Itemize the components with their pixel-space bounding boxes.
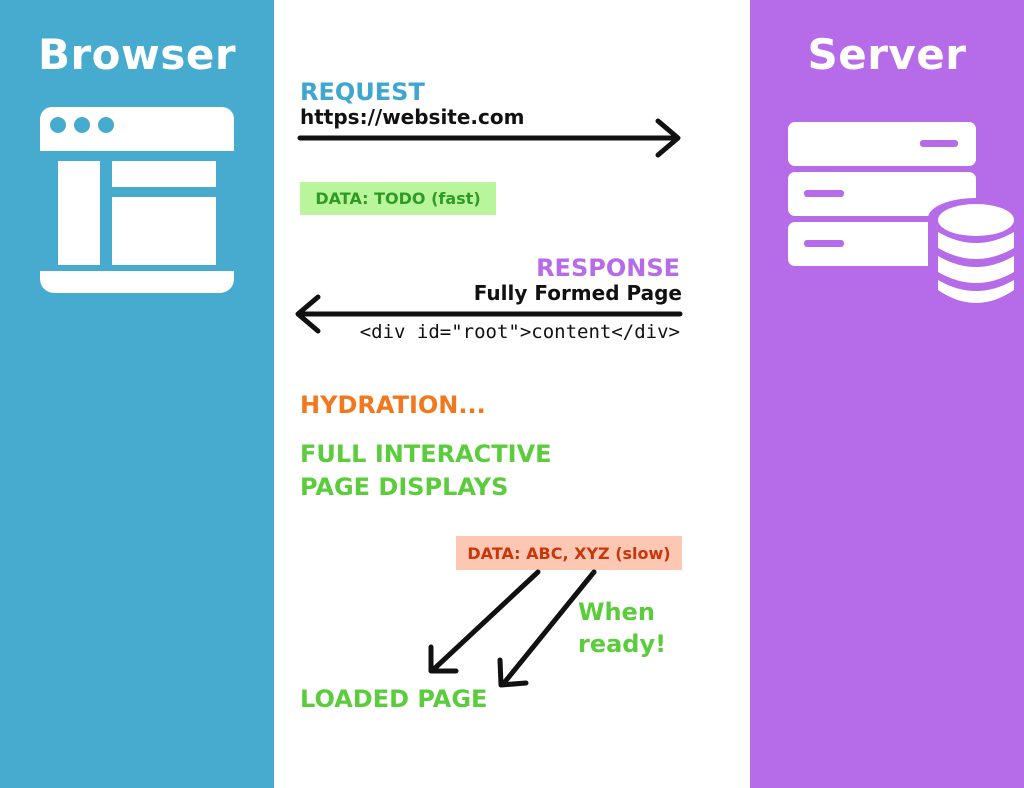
interactive-line-1: FULL INTERACTIVE — [300, 440, 552, 468]
request-arrow — [297, 118, 681, 158]
browser-title: Browser — [37, 30, 237, 79]
slow-data-arrow-1 — [428, 569, 541, 674]
when-ready-line-1: When — [578, 598, 655, 626]
when-ready-line-2: ready! — [578, 630, 667, 658]
server-panel: Server — [750, 0, 1024, 788]
server-title: Server — [807, 30, 967, 79]
slow-data-arrows — [428, 569, 597, 688]
response-subtitle: Fully Formed Page — [473, 281, 682, 305]
response-label: RESPONSE — [536, 254, 680, 282]
browser-window-icon — [40, 107, 234, 293]
browser-panel: Browser — [0, 0, 274, 788]
when-ready-label: When ready! — [578, 596, 666, 660]
loaded-page-label: LOADED PAGE — [300, 685, 488, 713]
data-slow-badge: DATA: ABC, XYZ (slow) — [456, 536, 682, 570]
hydration-label: HYDRATION... — [300, 391, 486, 419]
response-code: <div id="root">content</div> — [359, 321, 680, 343]
response-arrow — [295, 294, 683, 334]
data-fast-badge: DATA: TODO (fast) — [300, 182, 496, 215]
slow-data-arrow-2 — [497, 569, 597, 688]
request-label: REQUEST — [300, 78, 425, 106]
server-database-icon — [788, 122, 1024, 322]
interactive-line-2: PAGE DISPLAYS — [300, 473, 509, 501]
request-url: https://website.com — [300, 105, 525, 129]
interactive-label: FULL INTERACTIVE PAGE DISPLAYS — [300, 438, 552, 504]
